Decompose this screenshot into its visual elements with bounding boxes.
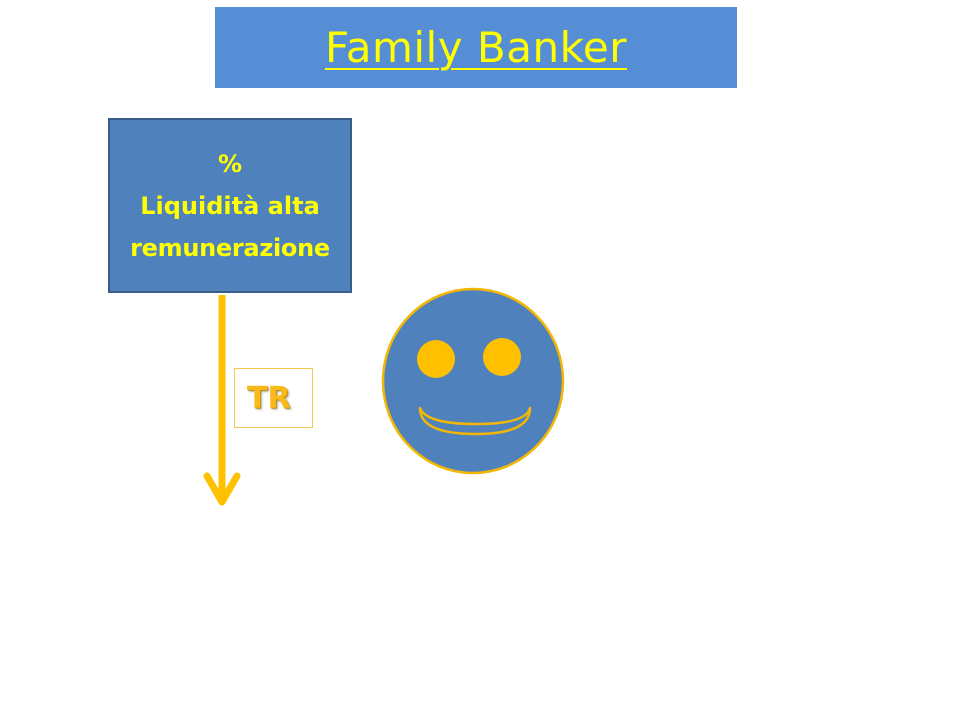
rate-box-line-remuneration: remunerazione — [130, 233, 330, 262]
smiley-face-icon — [381, 287, 565, 475]
tr-label-box: TR — [234, 368, 313, 428]
rate-box-percent: % — [217, 149, 243, 178]
title-banner: Family Banker — [215, 7, 737, 88]
page-title: Family Banker — [324, 23, 628, 72]
smiley-face-circle — [381, 287, 565, 475]
rate-box-line-liquidity: Liquidità alta — [140, 191, 320, 220]
smiley-mouth — [418, 406, 532, 436]
smiley-right-eye — [483, 338, 521, 376]
rate-box: % Liquidità alta remunerazione — [108, 118, 352, 293]
smiley-left-eye — [417, 340, 455, 378]
tr-label: TR — [247, 380, 291, 416]
